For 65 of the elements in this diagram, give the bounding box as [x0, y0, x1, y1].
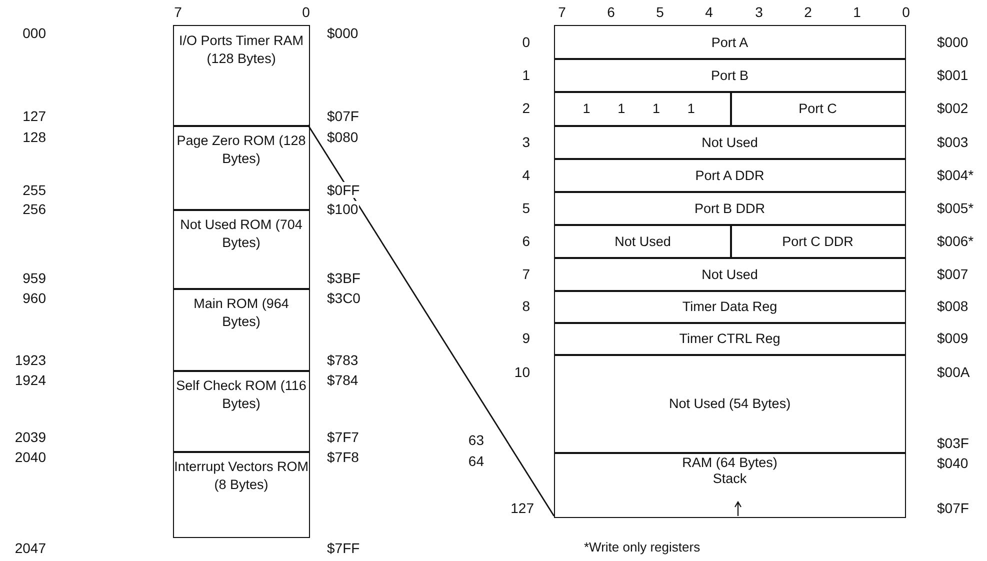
footnote: *Write only registers — [583, 540, 702, 556]
block-label: Stack — [712, 471, 747, 488]
memory-block — [173, 288, 310, 372]
address-label: $03F — [936, 434, 970, 452]
address-label: $07F — [936, 500, 970, 516]
register-row — [554, 322, 906, 356]
address-label: $7F8 — [326, 448, 360, 466]
register-row — [554, 125, 906, 160]
block-label: Not Used ROM (704 Bytes) — [179, 216, 304, 252]
address-label: $3C0 — [326, 290, 362, 306]
address-label: $783 — [326, 352, 360, 368]
block-label: Port A DDR — [695, 166, 764, 184]
block-label: Interrupt Vectors ROM (8 Bytes) — [174, 458, 309, 494]
address-label: $07F — [326, 108, 360, 124]
block-label: Port C — [798, 100, 837, 118]
address-label: $784 — [326, 372, 360, 388]
block-label: Not Used — [702, 134, 758, 152]
address-label: $3BF — [326, 270, 362, 286]
memory-block — [173, 451, 310, 538]
block-label: Port B DDR — [694, 200, 766, 218]
bit-value: 1 — [582, 100, 590, 118]
block-label: Port C DDR — [782, 232, 854, 250]
register-row — [554, 58, 906, 93]
address-label: $0FF — [326, 182, 361, 198]
block-label: Timer CTRL Reg — [679, 330, 780, 348]
address-label: $040 — [936, 454, 970, 472]
block-label: I/O Ports Timer RAM (128 Bytes) — [178, 32, 305, 68]
address-label: $00A — [936, 364, 971, 380]
memory-block — [173, 370, 310, 453]
block-label: Self Check ROM (116 Bytes) — [175, 377, 308, 412]
block-label: Main ROM (964 Bytes) — [192, 295, 290, 330]
register-row — [554, 91, 732, 127]
bit-value: 1 — [652, 100, 660, 118]
block-label: Port B — [711, 66, 749, 84]
register-row — [554, 290, 906, 324]
address-label: $002 — [936, 100, 970, 116]
address-label: $009 — [936, 330, 970, 346]
register-row — [554, 224, 732, 259]
register-row — [554, 191, 906, 226]
block-label: Port A — [711, 34, 748, 52]
block-label: Not Used — [614, 232, 671, 250]
zoom-leader-line — [307, 124, 555, 516]
register-row — [554, 25, 906, 60]
bit-value: 1 — [618, 100, 626, 118]
block-label: Not Used (54 Bytes) — [669, 395, 791, 413]
register-row — [554, 354, 906, 454]
register-row — [554, 257, 906, 292]
block-label: Timer Data Reg — [682, 298, 778, 316]
block-label: RAM (64 Bytes) — [682, 455, 778, 472]
register-row — [730, 224, 906, 259]
address-label: $000 — [326, 24, 360, 42]
block-label: Not Used — [702, 266, 758, 284]
memory-block — [173, 25, 310, 127]
block-label: Page Zero ROM (128 Bytes) — [176, 132, 307, 168]
address-label: $100 — [326, 200, 360, 218]
address-label: $7F7 — [326, 428, 360, 446]
register-row — [730, 91, 906, 127]
register-row — [554, 158, 906, 193]
address-label: $008 — [936, 298, 970, 314]
register-row — [554, 452, 906, 518]
bit-value: 1 — [687, 100, 695, 118]
memory-block — [173, 125, 310, 211]
memory-block — [173, 209, 310, 290]
address-label: $7FF — [326, 540, 361, 556]
address-label: $080 — [326, 128, 360, 146]
